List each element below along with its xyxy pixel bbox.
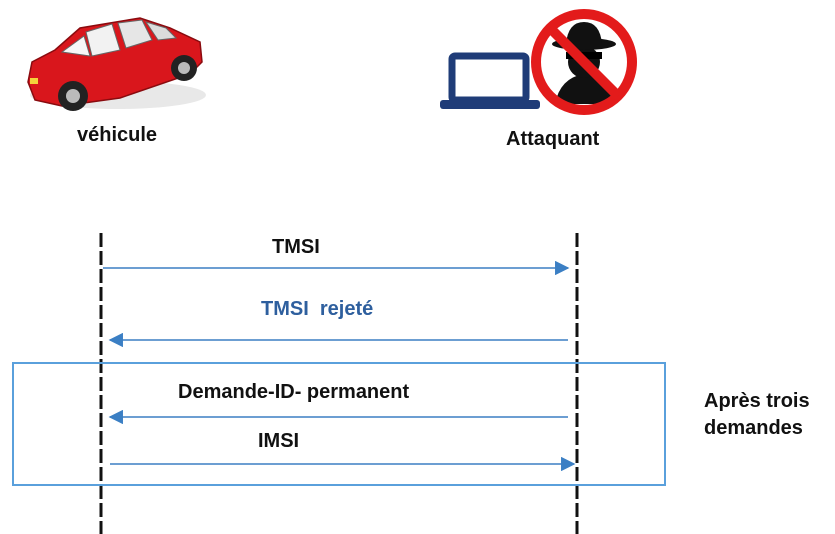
repeat-frame	[12, 362, 666, 486]
attacker-laptop-icon	[440, 9, 637, 115]
repeat-note-line1: Après trois	[704, 390, 810, 412]
message-tmsi-rejected: TMSI rejeté	[261, 298, 374, 320]
repeat-note-line2: demandes	[704, 417, 803, 439]
message-imsi: IMSI	[258, 430, 300, 452]
car-icon	[27, 17, 206, 111]
message-demande-id: Demande-ID- permanent	[178, 381, 410, 403]
message-tmsi: TMSI	[272, 236, 320, 258]
attacker-label: Attaquant	[506, 128, 600, 150]
repeat-note: Après trois demandes	[704, 388, 810, 442]
vehicle-label: véhicule	[77, 124, 158, 146]
